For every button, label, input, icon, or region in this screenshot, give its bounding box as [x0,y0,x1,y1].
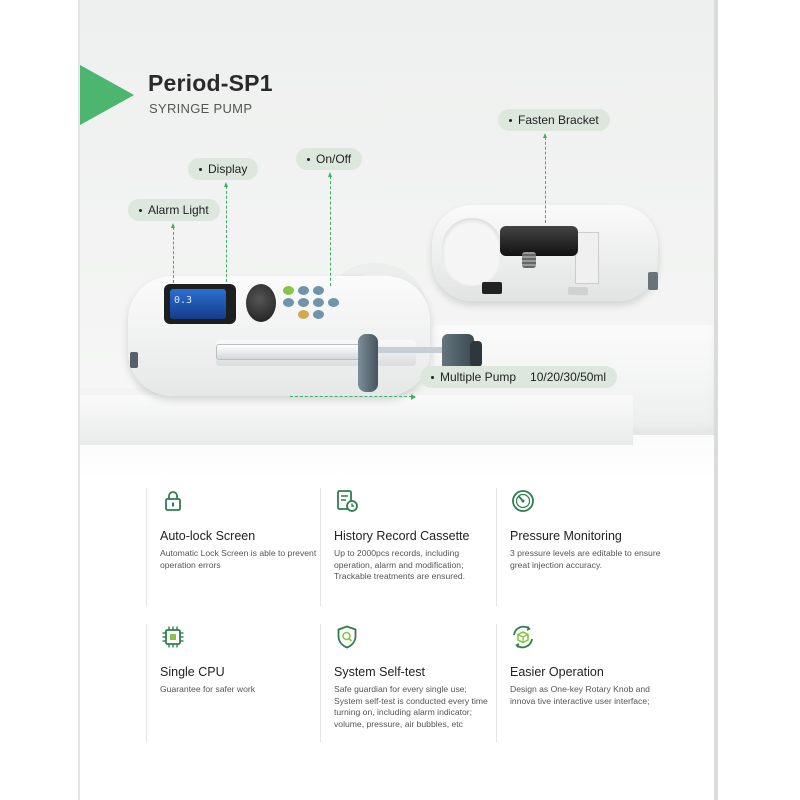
callout-line [171,223,175,283]
product-sheet: Period-SP1 SYRINGE PUMP 0.3 Fasten Brack… [80,0,715,800]
syringe [216,344,368,360]
callout-on-off: On/Off [296,148,363,170]
pump-foot [130,352,138,368]
bracket-screw [522,252,536,268]
feature-history-record: History Record Cassette Up to 2000pcs re… [320,488,492,606]
callout-line [328,172,332,286]
syringe-clamp [358,334,378,392]
fasten-bracket [500,226,578,256]
feature-divider [496,488,497,606]
keypad-key-icon [313,310,324,319]
product-subtitle: SYRINGE PUMP [149,101,253,116]
brand-triangle-icon [80,65,134,125]
document-clock-icon [337,490,358,512]
rear-foot [648,272,658,290]
feature-title: History Record Cassette [334,529,470,543]
feature-divider [320,488,321,606]
lock-icon [165,491,181,511]
feature-title: System Self-test [334,665,425,679]
feature-divider [496,624,497,742]
power-socket-icon [482,282,502,294]
feature-auto-lock: Auto-lock Screen Automatic Lock Screen i… [146,488,318,606]
pump-rear-handle [442,218,502,286]
callout-fasten-bracket: Fasten Bracket [498,109,610,131]
feature-desc: Safe guardian for every single use; Syst… [334,684,488,729]
rotate-cube-icon [513,625,533,649]
page-edge-left [78,0,81,800]
shield-search-icon [337,625,357,649]
callout-line [224,182,228,282]
feature-desc: Guarantee for safer work [160,684,256,694]
feature-divider [146,488,147,606]
feature-system-self-test: System Self-test Safe guardian for every… [320,624,492,742]
feature-title: Easier Operation [510,665,604,679]
feature-single-cpu: Single CPU Guarantee for safer work [146,624,318,742]
feature-title: Auto-lock Screen [160,529,256,543]
feature-desc: 3 pressure levels are editable to ensure… [510,548,661,570]
feature-desc: Design as One-key Rotary Knob and innova… [510,684,650,706]
keypad-key-icon [298,286,309,295]
page-edge-right [714,0,718,800]
display-reading: 0.3 [174,295,193,306]
keypad-key-icon [328,298,339,307]
driver-cap [470,341,482,367]
rear-label-plate [575,232,599,284]
feature-desc: Automatic Lock Screen is able to prevent… [160,548,317,570]
keypad-key-icon [283,286,294,295]
feature-divider [320,624,321,742]
pump-display: 0.3 [170,289,226,319]
keypad-key-icon [313,298,324,307]
feature-title: Single CPU [160,665,225,679]
feature-title: Pressure Monitoring [510,529,622,543]
cpu-chip-icon [162,626,184,648]
callout-alarm-light: Alarm Light [128,199,220,221]
feature-desc: Up to 2000pcs records, including operati… [334,548,466,581]
feature-easier-operation: Easier Operation Design as One-key Rotar… [496,624,668,742]
keypad-key-icon [283,298,294,307]
syringe-plunger [378,347,444,353]
keypad-key-icon [298,298,309,307]
callout-line [543,133,547,223]
gauge-icon [512,490,534,512]
callout-line [290,393,416,400]
product-title: Period-SP1 [148,70,273,96]
keypad-key-icon [298,310,309,319]
keypad-key-icon [313,286,324,295]
feature-pressure-monitoring: Pressure Monitoring 3 pressure levels ar… [496,488,668,606]
rear-vent [568,287,588,295]
feature-divider [146,624,147,742]
front-pedestal [80,395,633,445]
callout-display: Display [188,158,259,180]
rotary-knob [246,284,276,322]
